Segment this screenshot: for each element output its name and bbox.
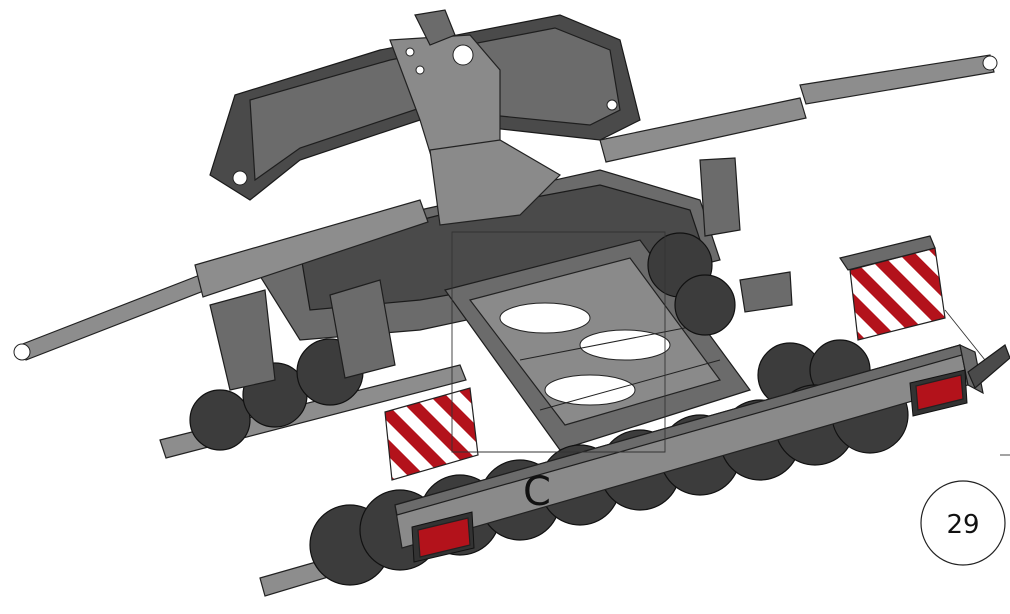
disc-gang-left <box>159 279 467 459</box>
hydraulic-cylinder-right <box>599 54 998 163</box>
callout-number: 29 <box>946 510 979 540</box>
warning-plate-right <box>839 235 946 341</box>
upper-frame <box>209 9 641 201</box>
hydraulic-cylinder-left <box>13 199 429 361</box>
detail-label: C <box>523 469 551 515</box>
hitch-bracket <box>967 344 1010 389</box>
tail-lamp-left <box>411 511 475 563</box>
warning-plate-left <box>384 387 479 481</box>
callout-circle <box>920 480 1006 566</box>
detail-boundary <box>451 231 1010 456</box>
callout: 29 <box>920 480 1006 566</box>
tail-lamp-right <box>909 369 968 417</box>
